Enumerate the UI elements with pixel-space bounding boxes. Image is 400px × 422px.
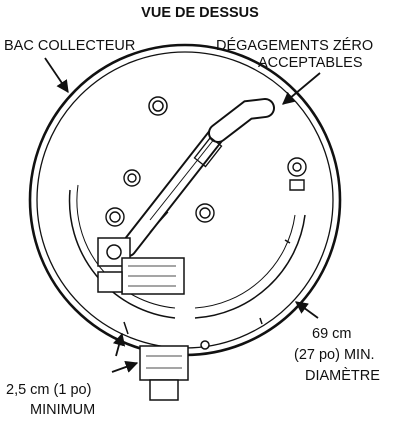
tank-inner-edge — [68, 184, 306, 319]
gas-valve-assembly — [97, 237, 185, 295]
vent-pipe — [119, 98, 275, 257]
leader-arrows — [44, 57, 321, 373]
drain-pan-label: BAC COLLECTEUR — [4, 38, 136, 54]
diagram-title: VUE DE DESSUS — [141, 5, 259, 21]
diameter-label-line3: DIAMÈTRE — [305, 368, 380, 384]
diameter-label-line1: 69 cm — [312, 326, 352, 342]
minimum-arrow-upper — [112, 332, 126, 357]
top-port — [148, 96, 168, 116]
rim-marks — [123, 239, 291, 335]
diameter-label-line2: (27 po) MIN. — [294, 347, 375, 363]
zero-clearance-arrow — [282, 72, 321, 105]
drain-pan-arrow — [44, 57, 69, 94]
inner-ports — [105, 169, 215, 227]
drain-valve — [139, 340, 210, 401]
diameter-arrow — [294, 301, 319, 319]
zero-clearance-label-line1: DÉGAGEMENTS ZÉRO — [216, 38, 374, 54]
minimum-label-line2: MINIMUM — [30, 402, 96, 418]
zero-clearance-label-line2: ACCEPTABLES — [258, 55, 363, 71]
minimum-label-line1: 2,5 cm (1 po) — [6, 382, 92, 398]
side-fitting — [287, 157, 307, 191]
minimum-arrow-lower — [111, 360, 139, 373]
